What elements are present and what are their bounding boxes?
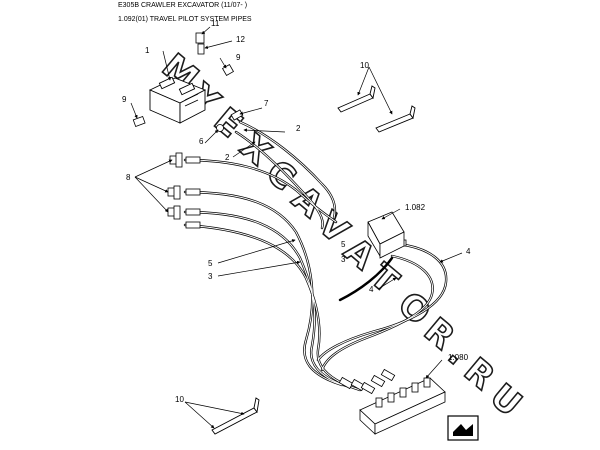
valve-block-1082 [367,211,405,259]
callout-9-left: 9 [122,95,127,104]
watermark: M Y E X C A V A T O R . R U [153,45,529,425]
callout-1080: 1.080 [448,353,469,362]
watermark-letter: U [482,376,529,424]
callout-11: 11 [211,19,220,28]
callouts: 11 1 12 9 9 7 2 6 2 8 1.082 5 5 3 3 4 4 … [122,19,471,404]
callout-4-left: 4 [369,285,374,294]
callout-2-upper: 2 [296,124,301,133]
header-section: 1.092(01) TRAVEL PILOT SYSTEM PIPES [118,16,252,23]
callout-3-left: 3 [208,272,213,281]
header-model: E305B CRAWLER EXCAVATOR (11/07- ) [118,2,248,9]
page-turn-icon[interactable] [447,415,479,441]
callout-1: 1 [145,46,150,55]
callout-6: 6 [199,137,204,146]
hoses-inner [184,121,447,391]
callout-5-left: 5 [208,259,213,268]
callout-1082: 1.082 [405,203,426,212]
callout-9-top: 9 [236,53,241,62]
callout-2-lower: 2 [225,153,230,162]
callout-4-right: 4 [466,247,471,256]
bracket-parts [211,85,416,435]
callout-12: 12 [236,35,245,44]
pilot-valve [148,76,207,124]
callout-8: 8 [126,173,131,182]
callout-10-top: 10 [360,61,369,70]
callout-7: 7 [264,99,269,108]
elbow-fittings [167,152,183,220]
watermark-letter: T [362,256,406,302]
callout-3-right: 3 [341,255,346,264]
callout-10-bottom: 10 [175,395,184,404]
callout-5-right: 5 [341,240,346,249]
control-valve-1080 [359,377,446,435]
leader-lines [130,26,463,429]
